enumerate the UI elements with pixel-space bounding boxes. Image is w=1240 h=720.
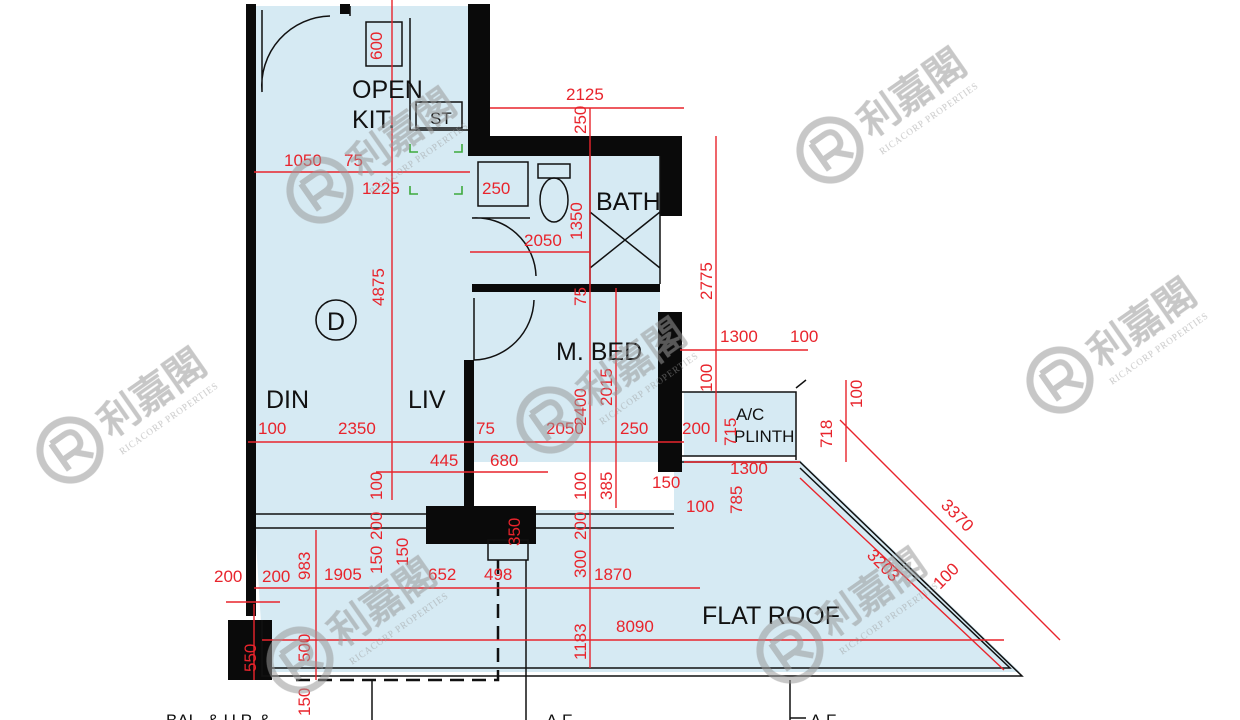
floor-drain-box — [487, 539, 529, 561]
dim-445: 445 — [430, 451, 458, 470]
dim-150-c: 150 — [393, 538, 412, 566]
kitchen-counter — [349, 6, 468, 131]
dim-715: 715 — [721, 418, 740, 446]
watermark-1: 利嘉閣 RICACORP PROPERTIES — [28, 339, 220, 497]
dim-200-a: 200 — [367, 512, 386, 540]
wall-left — [246, 4, 256, 616]
dim-200-b: 200 — [571, 512, 590, 540]
dim-2050-upper: 2050 — [524, 231, 562, 250]
label-open: OPEN — [352, 76, 423, 104]
unit-label: D — [327, 308, 345, 336]
dashed-boundary — [290, 560, 500, 682]
dim-75-bed: 75 — [571, 287, 590, 306]
dim-1225: 1225 — [362, 179, 400, 198]
wall-kitchen-right — [468, 4, 490, 140]
unit-circle — [315, 299, 357, 341]
dim-2775: 2775 — [697, 262, 716, 300]
dim-1300-lower: 1300 — [730, 459, 768, 478]
dim-550: 550 — [241, 644, 260, 672]
sink — [365, 21, 403, 67]
dim-4875: 4875 — [369, 268, 388, 306]
dim-2350: 2350 — [338, 419, 376, 438]
dim-150-b: 150 — [367, 546, 386, 574]
ac-plinth-outline — [682, 379, 807, 460]
dim-200-d: 200 — [262, 567, 290, 586]
label-kit: KIT. — [352, 106, 395, 134]
wall-bath-top — [468, 136, 682, 156]
green-fixture-marks — [409, 144, 463, 195]
dim-1350: 1350 — [567, 202, 586, 240]
door-swing-bed — [473, 298, 535, 361]
label-master-bed: M. BED — [556, 338, 642, 366]
dim-1050: 1050 — [284, 151, 322, 170]
dim-718: 718 — [817, 420, 836, 448]
dim-1870: 1870 — [594, 565, 632, 584]
dim-100-c: 100 — [686, 497, 714, 516]
dim-100-right: 100 — [847, 380, 866, 408]
dim-100-vert: 100 — [697, 364, 716, 392]
walls — [228, 4, 682, 680]
dim-1905: 1905 — [324, 565, 362, 584]
dim-75-top: 75 — [344, 151, 363, 170]
dimension-lines — [226, 0, 1061, 680]
dim-2015: 2015 — [597, 368, 616, 406]
window-bottom — [256, 513, 674, 529]
wall-bed-top — [472, 284, 660, 292]
dim-2125: 2125 — [566, 85, 604, 104]
label-af-2: A.F. — [810, 711, 839, 720]
dim-100-b: 100 — [571, 472, 590, 500]
dim-150-d: 150 — [295, 688, 314, 716]
door-swing-kitchen — [260, 10, 331, 93]
wall-bed-left — [464, 360, 474, 506]
dim-250-mid: 250 — [620, 419, 648, 438]
dim-385: 385 — [597, 472, 616, 500]
dim-200-c: 200 — [214, 567, 242, 586]
dim-75-mid: 75 — [476, 419, 495, 438]
dim-350: 350 — [505, 518, 524, 546]
room-labels: OPEN KIT. ST BATH M. BED DIN LIV A/C PLI… — [166, 76, 840, 720]
label-dining: DIN — [266, 386, 309, 414]
dim-8090: 8090 — [616, 617, 654, 636]
label-living: LIV — [408, 386, 446, 414]
label-plinth: PLINTH — [734, 427, 794, 446]
dim-100-a: 100 — [367, 472, 386, 500]
dim-785: 785 — [727, 486, 746, 514]
dim-100-left: 100 — [258, 419, 286, 438]
dim-250-bath: 250 — [482, 179, 510, 198]
watermark-3: 利嘉閣 RICACORP PROPERTIES — [788, 39, 980, 197]
wall-bed-right — [658, 312, 682, 472]
dim-600: 600 — [367, 32, 386, 60]
dim-250-top: 250 — [571, 106, 590, 134]
dim-3370: 3370 — [937, 495, 977, 535]
dim-652: 652 — [428, 565, 456, 584]
dim-1300-upper: 1300 — [720, 327, 758, 346]
dim-983: 983 — [295, 552, 314, 580]
wall-bottom-post — [228, 620, 272, 680]
dim-200-mid: 200 — [682, 419, 710, 438]
dim-498: 498 — [484, 565, 512, 584]
dim-1183: 1183 — [571, 623, 590, 660]
dim-150-a: 150 — [652, 473, 680, 492]
label-bath: BATH — [596, 188, 661, 216]
door-swing-bath — [471, 217, 537, 277]
wall-column — [426, 506, 536, 544]
watermark-4: 利嘉閣 RICACORP PROPERTIES — [1018, 269, 1210, 427]
ac-plinth-floor — [684, 392, 796, 456]
label-bal-up: BAL. & U.P. & — [166, 711, 271, 720]
dim-100-upper: 100 — [790, 327, 818, 346]
label-ac: A/C — [736, 405, 764, 424]
wall-bath-right — [660, 136, 682, 216]
toilet-tank — [537, 163, 571, 179]
basin — [477, 161, 529, 207]
dim-300: 300 — [571, 550, 590, 578]
dim-680: 680 — [490, 451, 518, 470]
label-af-1: A.F. — [546, 711, 575, 720]
wall-kitchen-left — [340, 4, 350, 14]
label-stove: ST — [430, 109, 452, 128]
